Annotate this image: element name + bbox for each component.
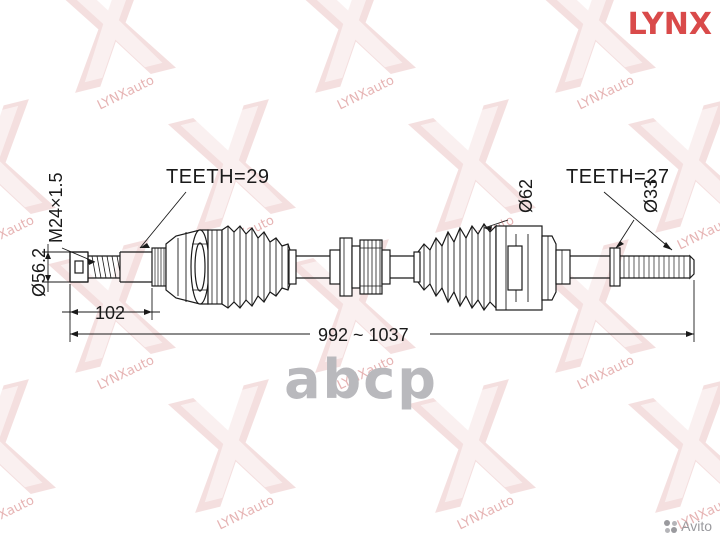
right-output-shaft xyxy=(555,247,695,287)
shaft-spline-collar xyxy=(359,239,383,295)
left-rubber-boot xyxy=(221,225,297,309)
label-diameter-shaft: Ø33 xyxy=(641,178,661,213)
right-cv-joint xyxy=(495,225,557,311)
left-cv-joint xyxy=(165,229,223,305)
left-threaded-end xyxy=(69,247,167,287)
label-length-short: 102 xyxy=(95,303,126,323)
right-rubber-boot xyxy=(413,222,497,312)
label-teeth-right: TEETH=27 xyxy=(566,166,670,188)
label-length-total: 992 ~ 1037 xyxy=(318,325,409,345)
label-thread: M24×1.5 xyxy=(46,172,66,243)
centre-shaft xyxy=(296,237,418,297)
avito-watermark: Avito xyxy=(664,518,712,534)
abcp-placeholder-text: abcp xyxy=(284,348,438,411)
lynx-logo-text: LYNX xyxy=(628,7,712,42)
avito-label: Avito xyxy=(681,518,712,534)
label-diameter-left: Ø56.2 xyxy=(29,247,49,297)
label-diameter-boot: Ø62 xyxy=(516,178,536,213)
dimension-lines xyxy=(42,191,695,342)
label-teeth-left: TEETH=29 xyxy=(166,166,270,188)
avito-logo-icon xyxy=(664,519,678,533)
